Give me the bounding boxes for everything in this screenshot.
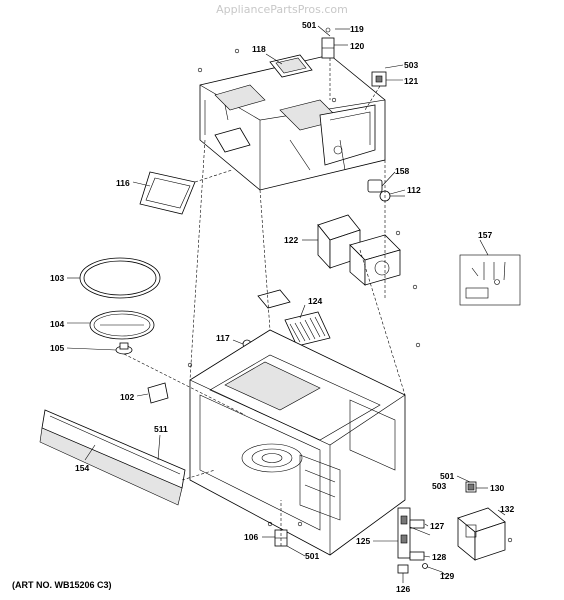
part-130-component (465, 481, 477, 493)
callout-labels: 501 119 118 120 503 121 116 158 112 122 … (50, 20, 514, 594)
part-118-filter (269, 54, 313, 78)
part-121-component (371, 71, 387, 87)
part-102-plate (147, 382, 169, 404)
callout-119: 119 (350, 24, 364, 34)
callout-103: 103 (50, 273, 64, 283)
callout-105: 105 (50, 343, 64, 353)
part-129-wire (422, 563, 443, 573)
part-105-coupler (115, 342, 133, 355)
part-122-blower (317, 214, 401, 286)
callout-106: 106 (244, 532, 258, 542)
callout-127: 127 (430, 521, 444, 531)
part-125-switch-bracket (397, 507, 411, 559)
part-132-transformer (457, 507, 506, 561)
callout-117: 117 (216, 333, 230, 343)
watermark-text: AppliancePartsPros.com (216, 3, 348, 16)
leader-lines (66, 25, 506, 583)
callout-118: 118 (252, 44, 266, 54)
callout-104: 104 (50, 319, 64, 329)
callout-121: 121 (404, 76, 418, 86)
callout-154: 154 (75, 463, 89, 473)
oven-cavity-assembly (189, 329, 406, 556)
top-cabinet-assembly (199, 54, 386, 191)
callout-125: 125 (356, 536, 370, 546)
callout-112: 112 (407, 185, 421, 195)
part-126-switch (397, 564, 409, 574)
part-127-switch (409, 519, 425, 529)
callout-501-bottom: 501 (305, 551, 319, 561)
art-number-caption: (ART NO. WB15206 C3) (12, 580, 112, 590)
part-116-grille (139, 171, 196, 215)
callout-122: 122 (284, 235, 298, 245)
callout-120: 120 (350, 41, 364, 51)
part-128-switch (409, 551, 425, 561)
part-157-kit (459, 254, 521, 306)
screws (187, 48, 513, 543)
callout-157: 157 (478, 230, 492, 240)
alignment-lines (123, 58, 406, 546)
callout-503-right: 503 (432, 481, 446, 491)
callout-129: 129 (440, 571, 454, 581)
callout-128: 128 (432, 552, 446, 562)
part-124-vent-panel (284, 311, 331, 347)
callout-102: 102 (120, 392, 134, 402)
cover-pad (257, 289, 291, 309)
callout-126: 126 (396, 584, 410, 594)
part-104-roller-ring (89, 310, 155, 340)
callout-503-top: 503 (404, 60, 418, 70)
callout-501-right: 501 (440, 471, 454, 481)
part-158-112-assembly (367, 179, 405, 202)
part-120-bracket (321, 27, 335, 59)
callout-130: 130 (490, 483, 504, 493)
callout-511: 511 (154, 424, 168, 434)
callout-501-top: 501 (302, 20, 316, 30)
callout-116: 116 (116, 178, 130, 188)
part-103-turntable (79, 257, 161, 299)
callout-124: 124 (308, 296, 322, 306)
part-154-door-trim (39, 409, 186, 506)
callout-158: 158 (395, 166, 409, 176)
callout-132: 132 (500, 504, 514, 514)
